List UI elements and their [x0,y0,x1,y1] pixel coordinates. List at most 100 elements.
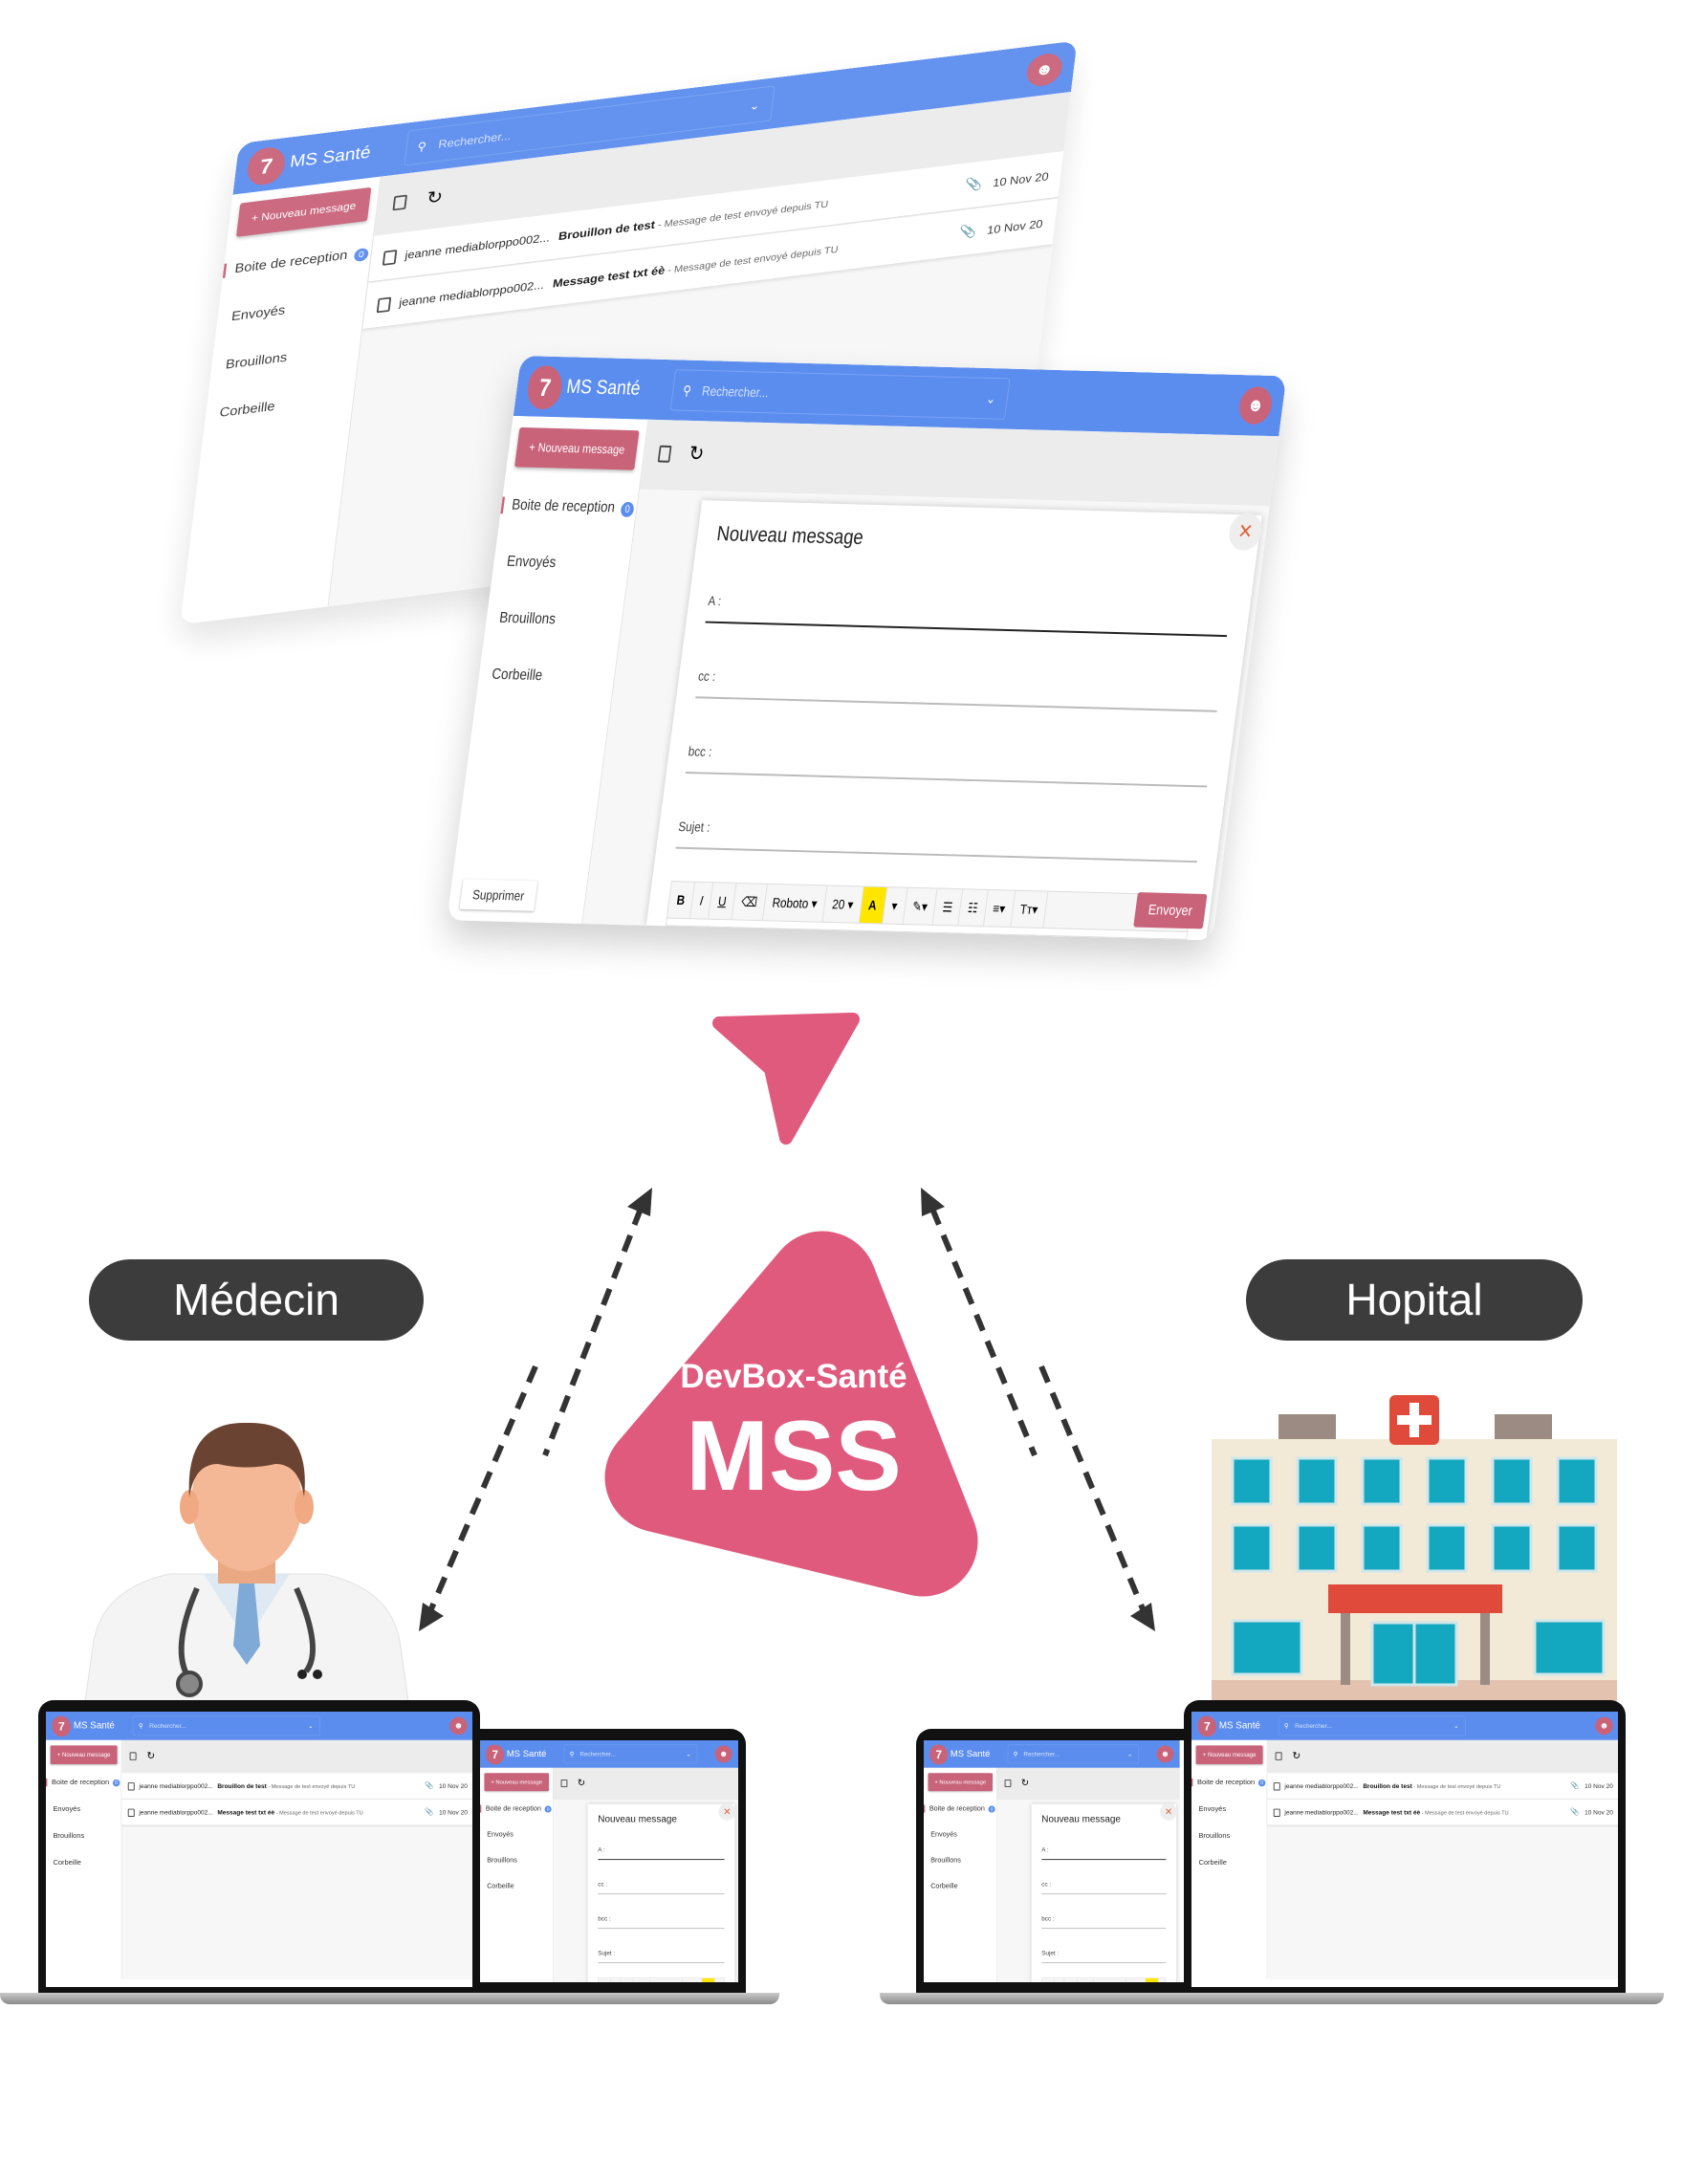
compose-dialog: Nouveau message ✕ A : cc : bcc : Sujet :… [1031,1802,1178,1982]
message-date: 10 Nov 20 [1585,1782,1613,1790]
cc-field[interactable]: cc : [598,1868,725,1895]
user-avatar-icon[interactable]: ☻ [1156,1745,1174,1763]
sidebar-item-trash[interactable]: Corbeille [930,1882,958,1890]
sidebar-item-drafts[interactable]: Brouillons [930,1856,961,1865]
message-row[interactable]: jeanne mediablorppo002...Brouillon de te… [1267,1773,1618,1800]
arrowhead-icon [1130,1603,1155,1631]
font-family-select[interactable]: Roboto ▾ [1094,1977,1126,1982]
hospital-window [1491,1456,1533,1506]
row-checkbox[interactable] [127,1782,135,1791]
sidebar-item-trash[interactable]: Corbeille [53,1858,81,1867]
font-size-select[interactable]: 20 ▾ [1126,1977,1146,1982]
row-checkbox[interactable] [1273,1808,1280,1818]
message-row[interactable]: jeanne mediablorppo002...Brouillon de te… [121,1773,472,1800]
chevron-down-icon[interactable]: ⌄ [686,1750,691,1758]
italic-button[interactable]: I [1055,1977,1065,1982]
bcc-field[interactable]: bcc : [598,1903,725,1930]
new-message-button[interactable]: + Nouveau message [928,1773,993,1792]
message-row[interactable]: jeanne mediablorppo002...Message test tx… [121,1799,472,1825]
highlight-button[interactable]: A [701,1977,715,1982]
bold-button[interactable]: B [1042,1977,1055,1982]
attachment-icon: 📎 [1570,1808,1580,1817]
close-icon[interactable]: ✕ [1160,1802,1178,1821]
new-message-button[interactable]: + Nouveau message [1195,1745,1263,1764]
chevron-down-icon[interactable]: ⌄ [308,1722,314,1730]
underline-button[interactable]: U [1064,1977,1078,1982]
hospital-window [1426,1523,1468,1573]
eraser-icon[interactable]: ⌫ [1077,1977,1094,1982]
sidebar-item-sent[interactable]: Envoyés [1198,1804,1227,1813]
bold-button[interactable]: B [599,1977,611,1982]
app-brand: MS Santé [73,1720,115,1732]
mss-badge-shape [604,1231,978,1597]
message-preview: - Message de test envoyé depuis TU [274,1809,363,1817]
sidebar-item-sent[interactable]: Envoyés [487,1830,514,1839]
select-all-checkbox[interactable] [1275,1752,1282,1760]
cc-field[interactable]: cc : [1041,1868,1167,1895]
app-header: 7 MS Santé ⚲Rechercher...⌄ ☻ [480,1740,738,1768]
search-input[interactable]: ⚲Rechercher...⌄ [1278,1715,1466,1736]
attachment-icon: 📎 [425,1781,434,1790]
mail-app: 7 MS Santé ⚲Rechercher...⌄ ☻ + Nouveau m… [46,1712,472,1979]
chevron-down-icon[interactable]: ⌄ [1454,1722,1459,1730]
sidebar-item-drafts[interactable]: Brouillons [487,1856,517,1865]
user-avatar-icon[interactable]: ☻ [449,1716,468,1736]
new-message-button[interactable]: + Nouveau message [50,1745,118,1764]
highlight-button[interactable]: A [1145,1977,1159,1982]
app-logo: 7 [929,1744,949,1765]
subject-field[interactable]: Sujet : [1041,1937,1167,1964]
to-field[interactable]: A : [598,1834,725,1861]
new-message-button[interactable]: + Nouveau message [484,1773,549,1792]
sidebar-item-trash[interactable]: Corbeille [487,1882,514,1890]
row-checkbox[interactable] [127,1808,135,1818]
underline-button[interactable]: U [621,1977,634,1982]
italic-button[interactable]: I [611,1977,622,1982]
attachment-icon: 📎 [425,1808,434,1817]
compose-title: Nouveau message [598,1813,677,1824]
refresh-icon[interactable]: ↻ [1292,1750,1300,1761]
hospital-window [1231,1619,1303,1676]
row-checkbox[interactable] [1273,1782,1280,1791]
sidebar-item-sent[interactable]: Envoyés [53,1804,81,1813]
sidebar-item-trash[interactable]: Corbeille [1198,1858,1227,1867]
user-avatar-icon[interactable]: ☻ [1595,1716,1613,1736]
search-input[interactable]: ⚲Rechercher...⌄ [1007,1744,1139,1764]
eraser-icon[interactable]: ⌫ [633,1977,650,1982]
sidebar-item-drafts[interactable]: Brouillons [1198,1831,1231,1840]
paper-plane-logo-icon [712,1013,860,1145]
refresh-icon[interactable]: ↻ [1020,1777,1029,1788]
font-family-select[interactable]: Roboto ▾ [650,1977,683,1982]
subject-field[interactable]: Sujet : [598,1937,725,1964]
message-date: 10 Nov 20 [1585,1808,1613,1817]
list-toolbar: ↻ [996,1767,1180,1801]
app-brand: MS Santé [506,1749,547,1759]
app-brand: MS Santé [950,1749,991,1759]
search-icon: ⚲ [1013,1750,1018,1758]
sidebar-item-drafts[interactable]: Brouillons [53,1831,85,1840]
select-all-checkbox[interactable] [1004,1779,1012,1788]
message-sender: jeanne mediablorppo002... [139,1782,213,1790]
search-icon: ⚲ [1283,1722,1289,1730]
mail-app: 7 MS Santé ⚲Rechercher...⌄ ☻ + Nouveau m… [1191,1712,1618,1979]
bcc-field[interactable]: bcc : [1041,1903,1167,1930]
close-icon[interactable]: ✕ [718,1802,736,1821]
list-toolbar: ↻ [553,1767,738,1801]
font-size-select[interactable]: 20 ▾ [683,1977,702,1982]
refresh-icon[interactable]: ↻ [146,1750,155,1761]
search-input[interactable]: ⚲Rechercher...⌄ [563,1744,698,1764]
to-field[interactable]: A : [1041,1834,1167,1861]
arrow-line-hospital-up [929,1207,1038,1457]
user-avatar-icon[interactable]: ☻ [714,1745,732,1763]
message-row[interactable]: jeanne mediablorppo002...Message test tx… [1267,1799,1618,1825]
refresh-icon[interactable]: ↻ [577,1777,585,1788]
search-input[interactable]: ⚲Rechercher...⌄ [132,1715,320,1736]
chevron-down-icon[interactable]: ⌄ [1126,1750,1133,1758]
laptop-doctor-front: 7 MS Santé ⚲Rechercher...⌄ ☻ + Nouveau m… [38,1700,480,1998]
select-all-checkbox[interactable] [129,1752,137,1760]
select-all-checkbox[interactable] [560,1779,568,1788]
sidebar-item-sent[interactable]: Envoyés [930,1830,957,1839]
